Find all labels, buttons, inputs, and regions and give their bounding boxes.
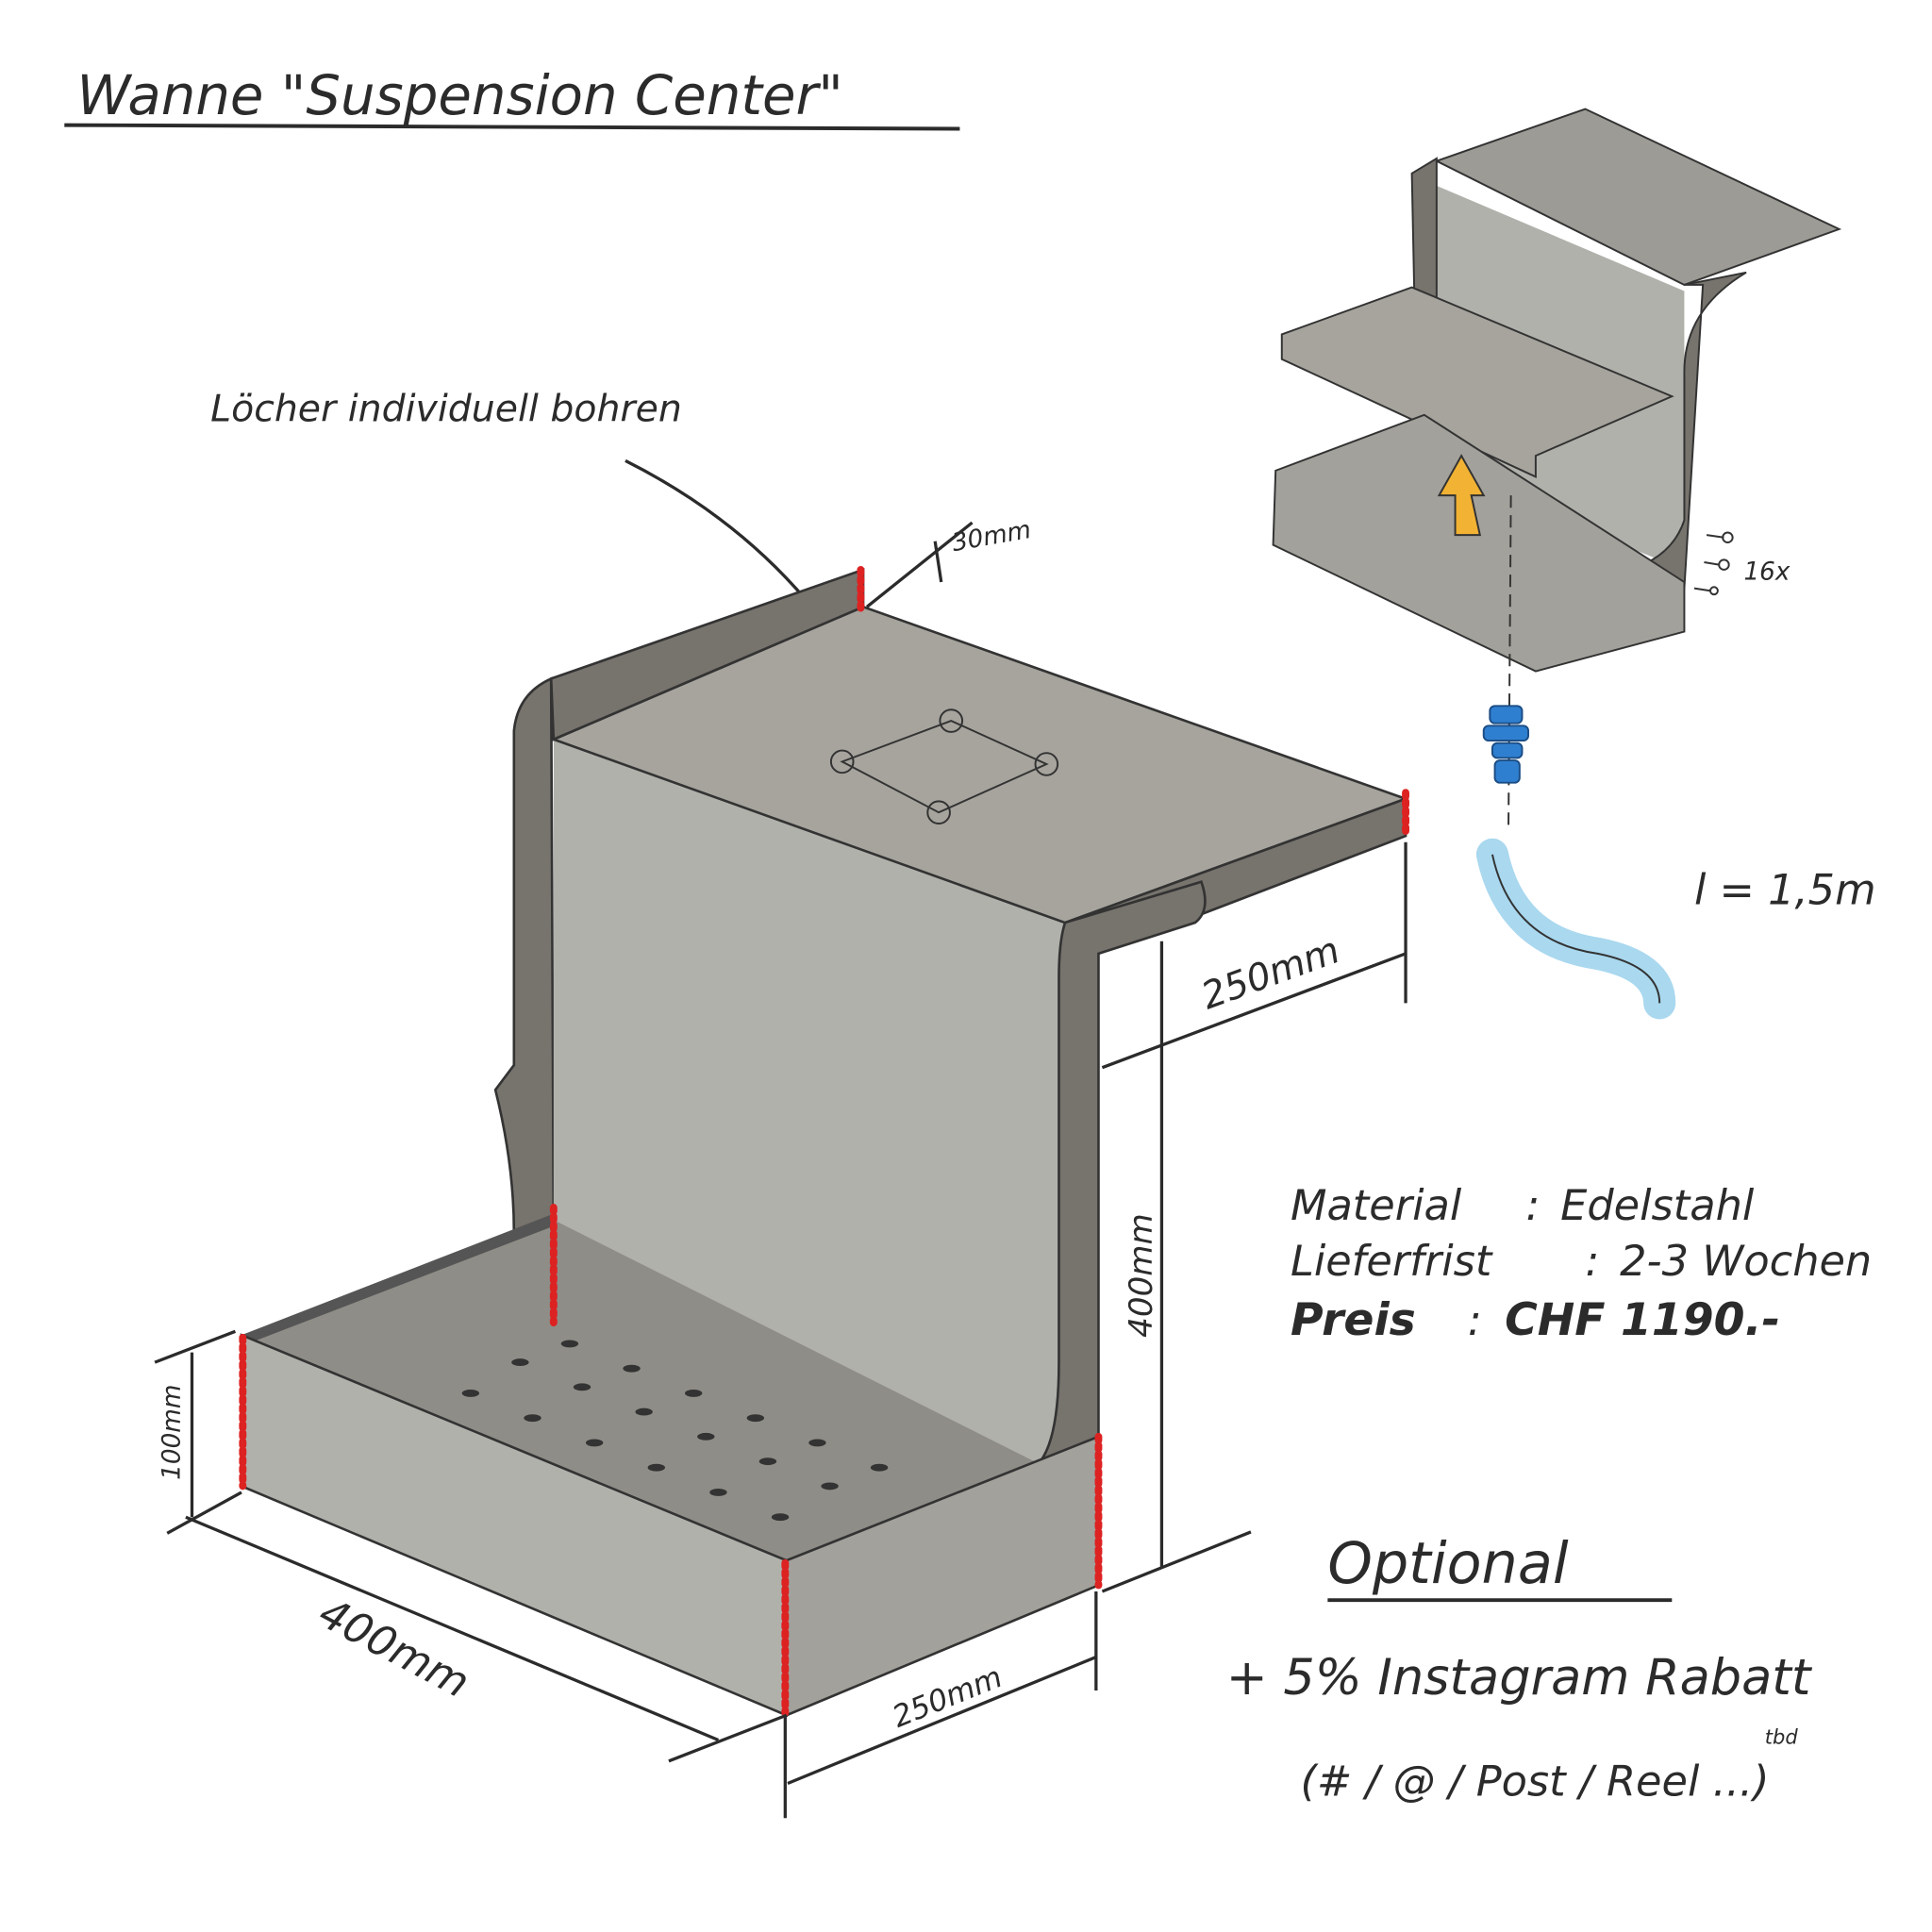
- svg-text:400mm: 400mm: [311, 1589, 477, 1708]
- svg-text::: :: [1525, 1181, 1540, 1230]
- dimension-tub-height: 100mm: [154, 1329, 242, 1535]
- svg-text:400mm: 400mm: [1123, 1213, 1160, 1338]
- svg-text::: :: [1468, 1296, 1482, 1345]
- svg-text:250mm: 250mm: [888, 1660, 1007, 1735]
- screw-icons: [1693, 531, 1734, 596]
- svg-text:30mm: 30mm: [950, 516, 1033, 558]
- optional-detail: (# / @ / Post / Reel ...): [1300, 1757, 1769, 1807]
- dimension-lip: 30mm: [865, 516, 1033, 608]
- spec-price-label: Preis: [1291, 1294, 1416, 1346]
- left-side-panel: [493, 676, 556, 1235]
- inset-perforated-shelf: [1280, 286, 1674, 478]
- spec-delivery-label: Lieferfrist: [1291, 1237, 1493, 1286]
- hose-outline: [1491, 854, 1661, 1004]
- optional-heading: Optional: [1327, 1531, 1568, 1597]
- inset-exploded-view: 16x: [1272, 108, 1842, 830]
- inset-top-tray: [1434, 108, 1842, 287]
- holes-annotation: Löcher individuell bohren: [210, 387, 682, 430]
- tub-floor: [242, 1220, 1059, 1561]
- up-arrow-icon: [1437, 454, 1486, 537]
- optional-note: tbd: [1765, 1725, 1799, 1748]
- optional-section: Optional + 5% Instagram Rabatt tbd (# / …: [1226, 1531, 1813, 1807]
- spec-list: Material : Edelstahl Lieferfrist : 2-3 W…: [1291, 1181, 1872, 1346]
- hose-length: l = 1,5m: [1694, 865, 1876, 914]
- spec-delivery-value: 2-3 Wochen: [1620, 1237, 1872, 1286]
- dimension-height: 400mm: [1101, 941, 1252, 1593]
- optional-item: + 5% Instagram Rabatt: [1226, 1649, 1813, 1707]
- title-underline: [64, 123, 960, 131]
- tub-back-rim: [242, 1213, 554, 1344]
- spec-price-value: CHF 1190.-: [1505, 1294, 1780, 1346]
- svg-text:100mm: 100mm: [158, 1385, 186, 1480]
- screw-count: 16x: [1743, 558, 1790, 586]
- drill-hole-pattern: [829, 708, 1059, 825]
- hose-icon: [1475, 838, 1676, 1020]
- svg-text::: :: [1585, 1237, 1599, 1286]
- tub-floor-holes: [461, 1340, 889, 1522]
- spec-material-value: Edelstahl: [1560, 1181, 1755, 1230]
- page-title: Wanne "Suspension Center": [76, 63, 842, 127]
- drain-fitting-icon: [1482, 705, 1530, 784]
- inset-tub: [1272, 413, 1686, 673]
- spec-material-label: Material: [1291, 1181, 1462, 1230]
- main-tub-drawing: [239, 565, 1409, 1718]
